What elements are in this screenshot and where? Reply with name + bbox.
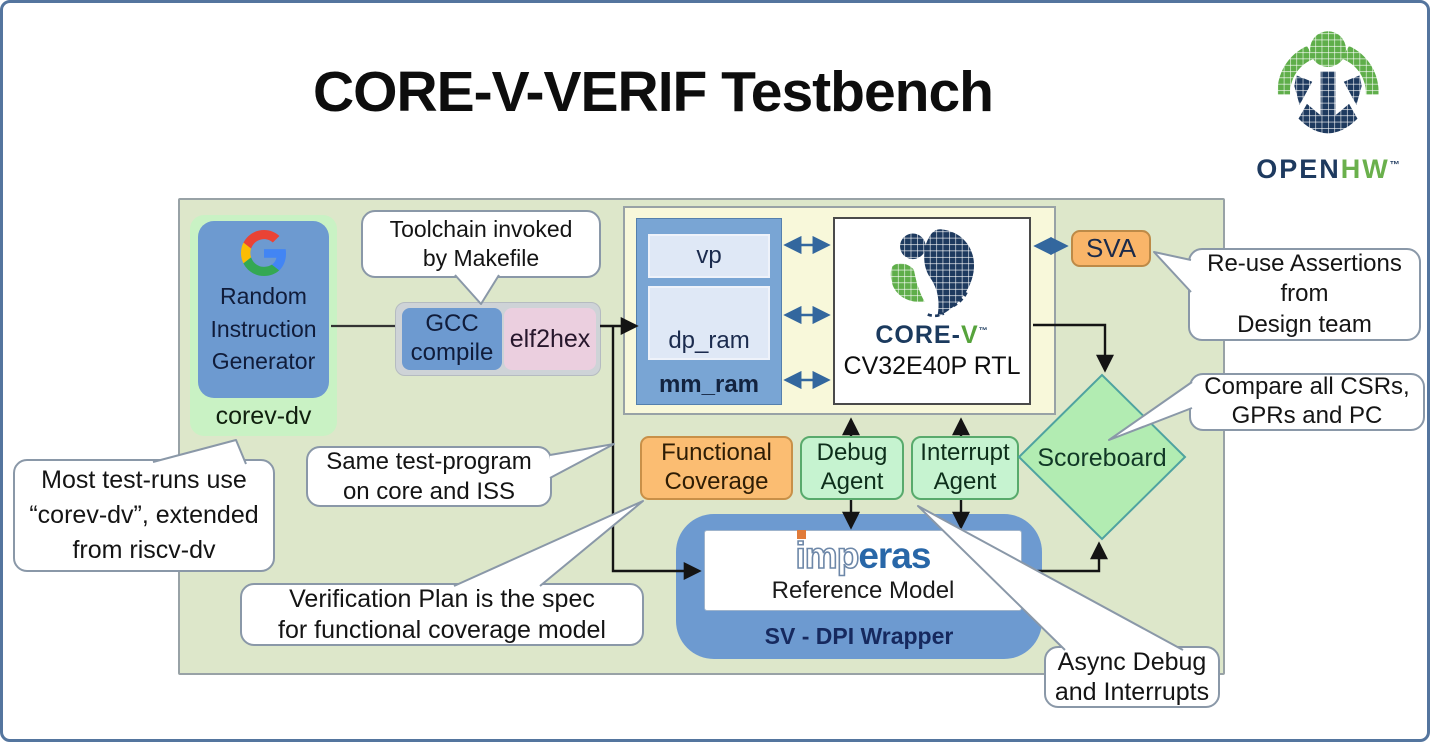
google-logo-icon bbox=[240, 230, 286, 276]
scoreboard-label: Scoreboard bbox=[1037, 444, 1167, 472]
elf2hex-box: elf2hex bbox=[504, 308, 596, 370]
core-v-wordmark: CORE-V™ bbox=[875, 321, 989, 349]
imperas-logo: imperas bbox=[795, 529, 931, 574]
mm-ram-label: mm_ram bbox=[658, 371, 760, 398]
page-title: CORE-V-VERIF Testbench bbox=[312, 60, 994, 124]
core-v-logo-icon bbox=[890, 229, 975, 318]
reference-model-box: imperas Reference Model bbox=[704, 529, 1022, 611]
reference-model-label: Reference Model bbox=[771, 576, 955, 604]
corev-dv-caption: corev-dv bbox=[215, 402, 312, 430]
imperas-dot-icon bbox=[796, 529, 806, 539]
openhw-wordmark: OPENHW™ bbox=[1256, 154, 1400, 184]
gcc-compile-box: GCC compile bbox=[402, 308, 502, 370]
toolchain-bubble: Toolchain invoked by Makefile bbox=[361, 210, 601, 278]
openhw-logo: OPENHW™ bbox=[1235, 27, 1421, 185]
functional-coverage-box: Functional Coverage bbox=[640, 436, 793, 500]
verification-plan-bubble: Verification Plan is the spec for functi… bbox=[240, 583, 644, 646]
reuse-assertions-bubble: Re-use Assertions from Design team bbox=[1188, 248, 1421, 341]
compare-csrs-bubble: Compare all CSRs, GPRs and PC bbox=[1189, 373, 1425, 431]
sv-dpi-wrapper-label: SV - DPI Wrapper bbox=[764, 623, 954, 649]
cv32e40p-rtl-label: CV32E40P RTL bbox=[843, 352, 1021, 380]
vp-box: vp bbox=[648, 234, 770, 278]
dp-ram-box: dp_ram bbox=[648, 286, 770, 360]
random-instruction-generator-box: Random Instruction Generator bbox=[198, 221, 329, 398]
cv32e40p-rtl-box: CORE-V™ CV32E40P RTL bbox=[833, 217, 1031, 405]
openhw-logo-icon bbox=[1277, 31, 1379, 134]
interrupt-agent-box: Interrupt Agent bbox=[911, 436, 1019, 500]
same-test-program-bubble: Same test-program on core and ISS bbox=[306, 446, 552, 507]
sva-box: SVA bbox=[1071, 230, 1151, 267]
random-instruction-generator-label: Random Instruction Generator bbox=[210, 283, 317, 375]
most-test-runs-bubble: Most test-runs use “corev-dv”, extended … bbox=[13, 459, 275, 572]
async-debug-bubble: Async Debug and Interrupts bbox=[1044, 646, 1220, 708]
debug-agent-box: Debug Agent bbox=[800, 436, 904, 500]
